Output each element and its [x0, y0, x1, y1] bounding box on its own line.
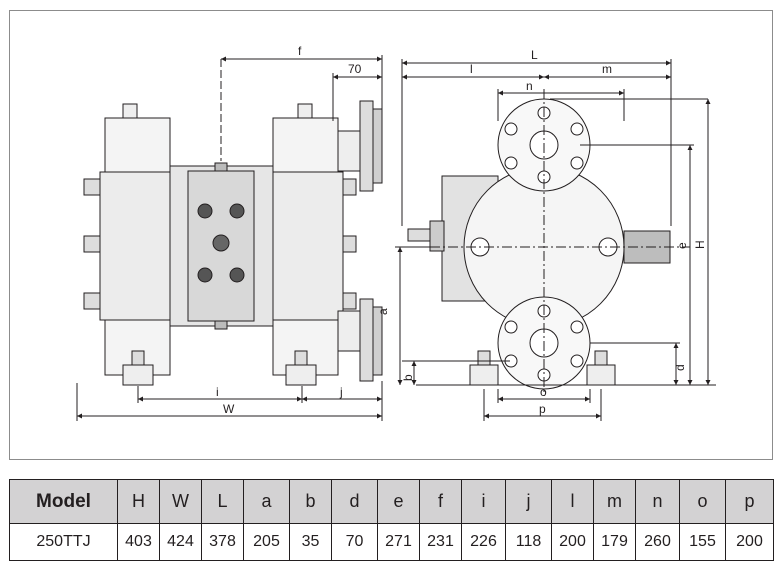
header-d: d: [331, 479, 378, 524]
header-e: e: [377, 479, 420, 524]
cell-L: 378: [201, 523, 244, 561]
cell-o: 155: [679, 523, 726, 561]
dim-label-H: H: [693, 240, 707, 249]
dim-label-W: W: [223, 402, 235, 416]
cell-H: 403: [117, 523, 160, 561]
header-H: H: [117, 479, 160, 524]
header-o: o: [679, 479, 726, 524]
dim-label-e: e: [675, 242, 689, 249]
dim-label-n: n: [526, 79, 533, 93]
dim-label-f: f: [298, 44, 302, 58]
dim-label-j: j: [339, 385, 343, 399]
cell-i: 226: [461, 523, 506, 561]
front-view-dimensions: [76, 55, 383, 421]
pump-side-view: [407, 89, 690, 396]
table-header-row: Model H W L a b d e f i j l m n o p: [9, 479, 774, 524]
cell-e: 271: [377, 523, 420, 561]
header-L: L: [201, 479, 244, 524]
dim-label-b: b: [401, 374, 415, 381]
header-f: f: [419, 479, 462, 524]
dimension-table: Model H W L a b d e f i j l m n o p 250T…: [9, 479, 774, 561]
cell-f: 231: [419, 523, 462, 561]
cell-model: 250TTJ: [9, 523, 118, 561]
cell-j: 118: [505, 523, 552, 561]
header-n: n: [635, 479, 680, 524]
dim-label-l: l: [470, 62, 473, 76]
dim-label-L: L: [531, 48, 538, 62]
dim-label-a: a: [376, 308, 390, 315]
header-m: m: [593, 479, 636, 524]
header-a: a: [243, 479, 290, 524]
cell-p: 200: [725, 523, 774, 561]
table-row: 250TTJ 403 424 378 205 35 70 271 231 226…: [9, 523, 774, 561]
cell-l: 200: [551, 523, 594, 561]
dim-label-i: i: [216, 385, 219, 399]
cell-W: 424: [159, 523, 202, 561]
header-W: W: [159, 479, 202, 524]
dim-label-m: m: [602, 62, 612, 76]
header-model: Model: [9, 479, 118, 524]
header-p: p: [725, 479, 774, 524]
cell-b: 35: [289, 523, 332, 561]
dim-label-o: o: [540, 385, 547, 399]
cell-n: 260: [635, 523, 680, 561]
header-b: b: [289, 479, 332, 524]
header-i: i: [461, 479, 506, 524]
dimension-drawing: f 70 i j W a b L l m n H e d o p: [76, 44, 716, 421]
dim-label-70: 70: [348, 62, 362, 76]
pump-front-view: [83, 100, 383, 386]
cell-d: 70: [331, 523, 378, 561]
dim-label-p: p: [539, 402, 546, 416]
technical-drawing-frame: f 70 i j W a b L l m n H e d o p: [9, 10, 773, 460]
header-l: l: [551, 479, 594, 524]
dim-label-d: d: [673, 364, 687, 371]
cell-m: 179: [593, 523, 636, 561]
cell-a: 205: [243, 523, 290, 561]
side-view-dimensions: [395, 59, 716, 421]
header-j: j: [505, 479, 552, 524]
